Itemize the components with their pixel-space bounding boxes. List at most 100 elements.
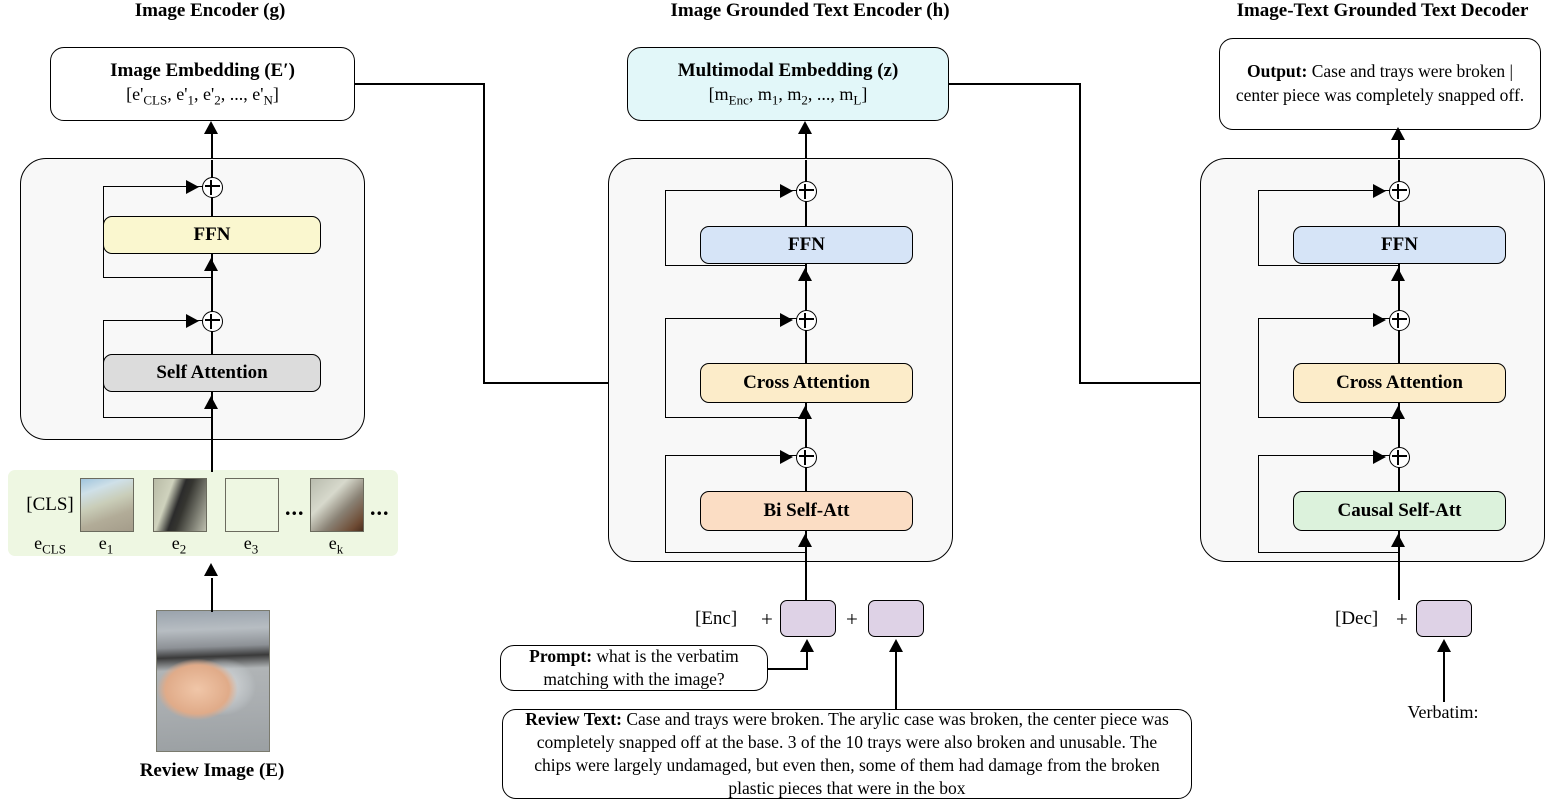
patch-image-1 — [80, 478, 134, 532]
tok-sep2: , e' — [193, 83, 215, 104]
mtok-sep1: , m — [748, 83, 772, 104]
decoder-crossattn-skip-path — [1258, 318, 1400, 418]
image-encoder-container — [20, 158, 365, 440]
arrow-head-encoder-to-embedding — [204, 121, 218, 134]
verbatim-connector-v — [1443, 652, 1445, 702]
tok-cls: CLS — [143, 92, 168, 108]
mtok-i1: 1 — [771, 92, 779, 108]
textencoder-crossattention-pill: Cross Attention — [700, 363, 913, 403]
arrow-head-decoder-to-output — [1391, 127, 1405, 140]
textencoder-crossattn-add-node — [796, 310, 817, 331]
cls-bracket-label: [CLS] — [26, 494, 74, 515]
token-label-1-base: e — [98, 533, 107, 553]
multimodal-embedding-title: Multimodal Embedding (z) — [677, 59, 899, 81]
textencoder-crossattention-label: Cross Attention — [743, 372, 870, 393]
textencoder-ffn-add-node — [796, 181, 817, 202]
tok-i1: 1 — [187, 92, 194, 108]
output-box-label: Output: — [1247, 61, 1308, 82]
column-title-image-text-grounded-text-decoder: Image-Text Grounded Text Decoder — [1236, 0, 1529, 21]
text-encoder-trunk-line — [805, 160, 807, 562]
review-image — [156, 610, 270, 752]
tok-sep3: , ..., e' — [220, 83, 264, 104]
decoder-crossattention-label: Cross Attention — [1336, 372, 1463, 393]
textencoder-crossattn-skip-path — [665, 318, 807, 418]
prompt-box-text: what is the verbatim matching with the i… — [543, 645, 739, 689]
token-label-3-sub: 3 — [251, 541, 259, 557]
prompt-box-label: Prompt: — [529, 645, 593, 666]
mtok-enc: Enc — [728, 92, 749, 108]
token-label-1: e1 — [80, 533, 132, 558]
textencoder-biselfatt-add-node — [796, 447, 817, 468]
verbatim-connector-arrow — [1437, 639, 1451, 652]
mtok-iL: L — [853, 92, 862, 108]
mtok-open: [m — [708, 83, 729, 104]
multimodal-embedding-tokens: [mEnc, m1, m2, ..., mL] — [709, 83, 868, 109]
review-text-box: Review Text: Case and trays were broken.… — [502, 709, 1192, 799]
textencoder-crossattn-skip-arrow — [780, 313, 793, 327]
decoder-crossattn-add-node — [1389, 310, 1410, 331]
mtok-close: ] — [861, 83, 868, 104]
prompt-connector-h — [768, 668, 808, 670]
decoder-ffn-skip-arrow — [1373, 184, 1386, 198]
encoder-ffn-label: FFN — [193, 224, 231, 245]
route-multimodal-to-decoder-crossattn — [1079, 382, 1283, 384]
token-label-k-base: e — [328, 533, 337, 553]
prompt-connector-arrow — [800, 639, 814, 652]
patch-ellipsis-2: ... — [370, 495, 390, 520]
decoder-causalselfatt-skip-path — [1258, 455, 1400, 553]
decoder-arrow-into-crossattn — [1391, 406, 1405, 419]
verbatim-label: Verbatim: — [1407, 702, 1479, 722]
route-multimodal-down — [1079, 83, 1081, 383]
prompt-connector-v — [806, 652, 808, 669]
dec-token-square — [1416, 600, 1472, 637]
output-box-text: Case and trays were broken | center piec… — [1235, 61, 1525, 105]
textencoder-arrow-into-biselfatt — [798, 534, 812, 547]
decoder-causalselfatt-add-node — [1389, 447, 1410, 468]
enc-plus-1: + — [761, 607, 773, 631]
review-text-label: Review Text: — [525, 708, 622, 729]
route-embedding-right — [355, 83, 485, 85]
dec-tag-label: [Dec] — [1335, 608, 1379, 629]
decoder-ffn-skip-path — [1258, 190, 1400, 266]
token-label-2-sub: 2 — [179, 541, 187, 557]
reviewtext-connector-v — [895, 652, 897, 710]
textencoder-arrow-into-ffn — [798, 268, 812, 281]
tok-sep1: , e' — [167, 83, 188, 104]
multimodal-embedding-box: Multimodal Embedding (z) [mEnc, m1, m2, … — [627, 47, 949, 121]
textencoder-ffn-pill: FFN — [700, 226, 913, 264]
tok-close: ] — [272, 83, 279, 104]
image-embedding-box: Image Embedding (E′) [e'CLS, e'1, e'2, .… — [50, 47, 355, 121]
decoder-arrow-into-ffn — [1391, 268, 1405, 281]
arrow-shaft-decoder-to-output — [1398, 134, 1400, 160]
encoder-selfattention-pill: Self Attention — [103, 354, 321, 392]
encoder-ffn-pill: FFN — [103, 216, 321, 254]
column-title-image-encoder: Image Encoder (g) — [134, 0, 286, 21]
token-label-3-base: e — [243, 533, 252, 553]
enc-plus-2: + — [846, 607, 858, 631]
textencoder-ffn-skip-path — [665, 190, 807, 266]
tok-i2: 2 — [214, 92, 221, 108]
textencoder-biselfatt-skip-path — [665, 455, 807, 553]
decoder-ffn-label: FFN — [1381, 234, 1418, 255]
route-embedding-down — [483, 83, 485, 383]
enc-prompt-token-square — [780, 600, 836, 637]
patch-image-3 — [225, 478, 279, 532]
reviewimage-to-tokens-arrow — [204, 563, 218, 576]
output-box-content: Output: Case and trays were broken | cen… — [1220, 60, 1540, 107]
enc-tag-label: [Enc] — [695, 608, 738, 629]
image-top-stem — [211, 588, 213, 612]
token-label-2-base: e — [171, 533, 180, 553]
textencoder-biselfatt-label: Bi Self-Att — [763, 500, 850, 521]
review-text-body: Case and trays were broken. The arylic c… — [534, 708, 1169, 799]
mtok-sep2: , m — [778, 83, 802, 104]
reviewtext-connector-arrow — [889, 639, 903, 652]
encoder-ffn-add-node — [202, 177, 223, 198]
column-title-image-grounded-text-encoder: Image Grounded Text Encoder (h) — [670, 0, 950, 21]
textencoder-ffn-skip-arrow — [780, 184, 793, 198]
image-embedding-title: Image Embedding (E′) — [110, 59, 295, 81]
mtok-sep3: , ..., m — [807, 83, 854, 104]
decoder-trunk-line — [1398, 160, 1400, 562]
token-label-cls-base: e — [34, 533, 43, 553]
encoder-selfattn-add-node — [202, 311, 223, 332]
review-image-caption: Review Image (E) — [139, 760, 285, 781]
